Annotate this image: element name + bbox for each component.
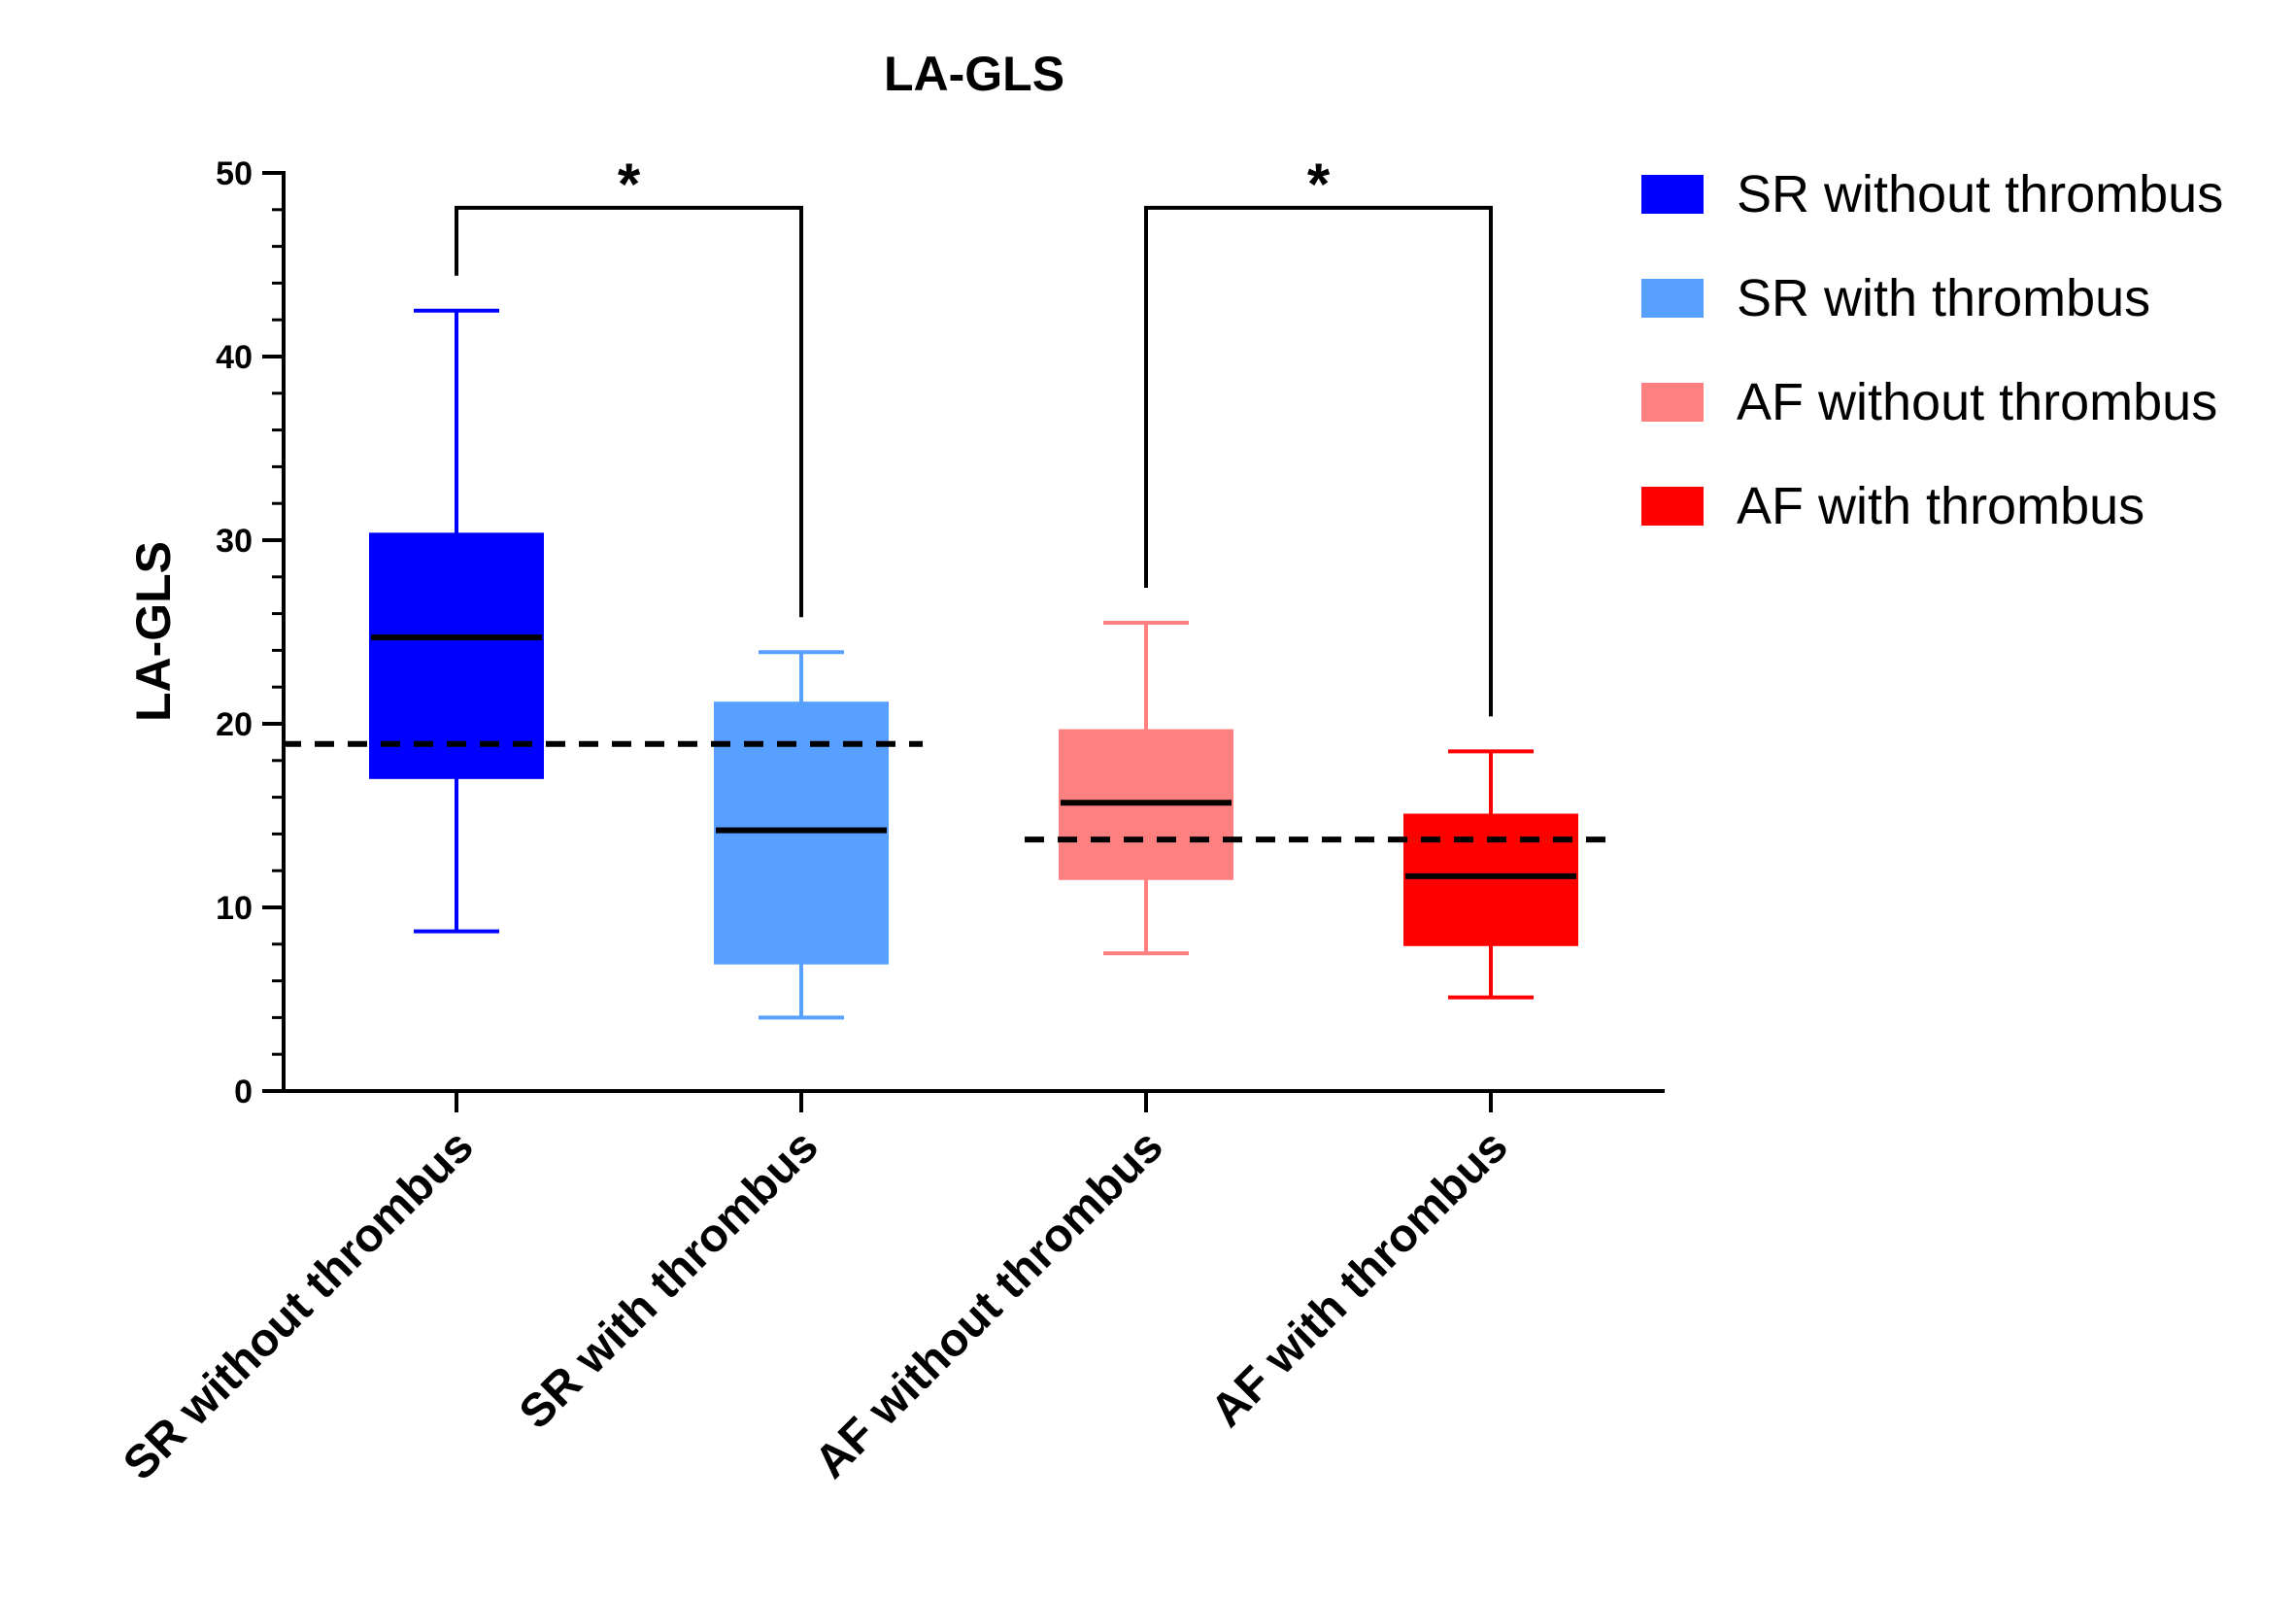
significance-label: * xyxy=(618,152,641,217)
box-group xyxy=(714,650,889,1020)
y-tick-label: 10 xyxy=(216,890,253,927)
significance-bracket xyxy=(1144,205,1493,717)
legend-swatch xyxy=(1641,279,1704,318)
box-iqr xyxy=(369,532,544,779)
box-iqr xyxy=(1403,813,1578,946)
legend-label: AF with thrombus xyxy=(1737,477,2144,535)
x-tick-label: AF without thrombus xyxy=(805,1120,1173,1488)
legend-swatch xyxy=(1641,487,1704,526)
x-tick-label: SR without thrombus xyxy=(114,1120,484,1490)
box-group xyxy=(369,308,544,934)
y-tick-label: 20 xyxy=(216,706,253,743)
legend-swatch xyxy=(1641,383,1704,422)
legend-label: SR without thrombus xyxy=(1737,165,2223,223)
box-group xyxy=(1059,621,1233,956)
legend-swatch xyxy=(1641,175,1704,214)
chart-title: LA-GLS xyxy=(884,47,1064,101)
x-tick-label: AF with thrombus xyxy=(1201,1120,1518,1437)
y-tick-label: 0 xyxy=(234,1074,253,1110)
y-axis-label: LA-GLS xyxy=(126,541,181,722)
y-tick-label: 50 xyxy=(216,155,253,192)
significance-bracket xyxy=(455,205,803,618)
x-tick-label: SR with thrombus xyxy=(510,1120,828,1439)
box-group xyxy=(1403,749,1578,1000)
legend: SR without thrombus SR with thrombus AF wi… xyxy=(1641,165,2223,535)
y-tick-label: 40 xyxy=(216,339,253,376)
y-tick-label: 30 xyxy=(216,523,253,560)
significance-label: * xyxy=(1307,152,1331,217)
legend-label: AF without thrombus xyxy=(1737,373,2217,431)
legend-label: SR with thrombus xyxy=(1737,269,2150,327)
